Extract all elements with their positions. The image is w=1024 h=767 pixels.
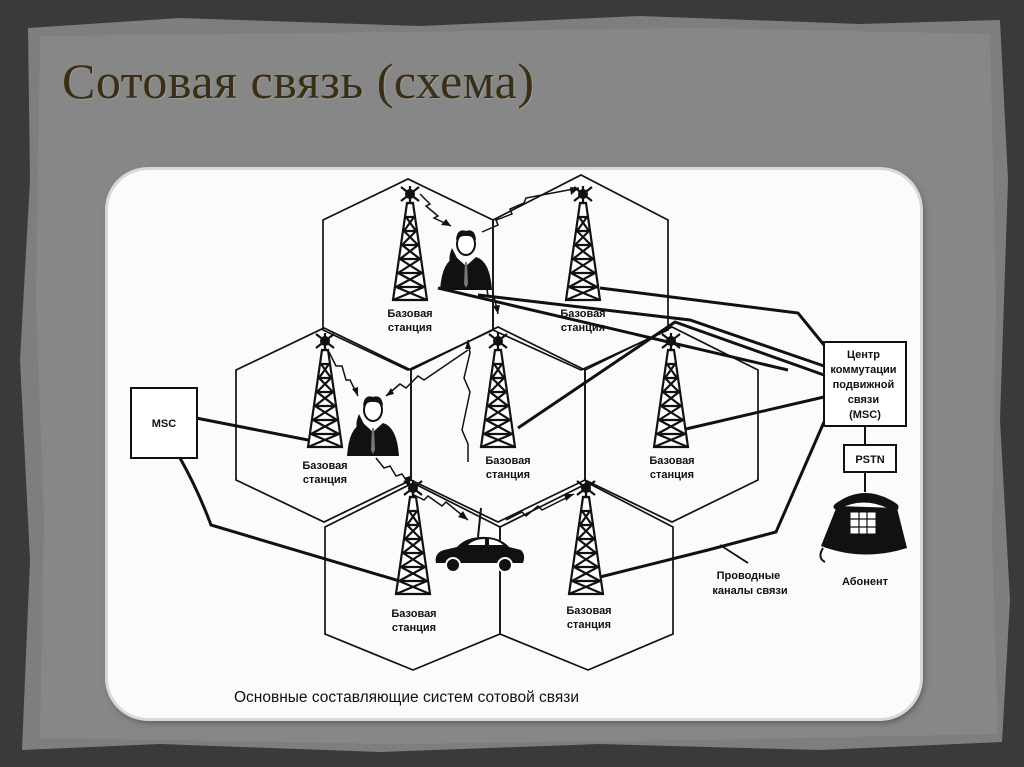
diagram-caption: Основные составляющие систем сотовой свя… [234,689,579,706]
wired-channel-lines [178,286,826,587]
radio-links [328,187,580,521]
msc-box [130,387,198,459]
person-phone-icon [439,229,493,291]
pstn-box [843,444,897,473]
tower-icon [567,478,605,596]
person-phone-icon [346,395,400,457]
tower-icon [394,478,432,596]
diagram-frame: MSC Центр коммутации подвижной связи (MS… [108,170,920,718]
pstn-label: PSTN [855,454,884,466]
tower-icon [306,331,344,449]
tower-icon [652,331,690,449]
subscriber-label: Абонент [842,576,889,588]
wired-channels-leader [719,544,749,564]
slide-title: Сотовая связь (схема) [62,53,535,109]
tower-icon [564,184,602,302]
telephone-icon [819,492,908,563]
msc-box-label: MSC [152,418,177,430]
tower-icon [479,331,517,449]
switching-center-label: Центр коммутации подвижной связи (MSC) [830,349,899,421]
tower-icon [391,184,429,302]
wired-channels-label: Проводные каналы связи [712,570,787,597]
cellular-network-diagram: MSC Центр коммутации подвижной связи (MS… [130,174,908,706]
